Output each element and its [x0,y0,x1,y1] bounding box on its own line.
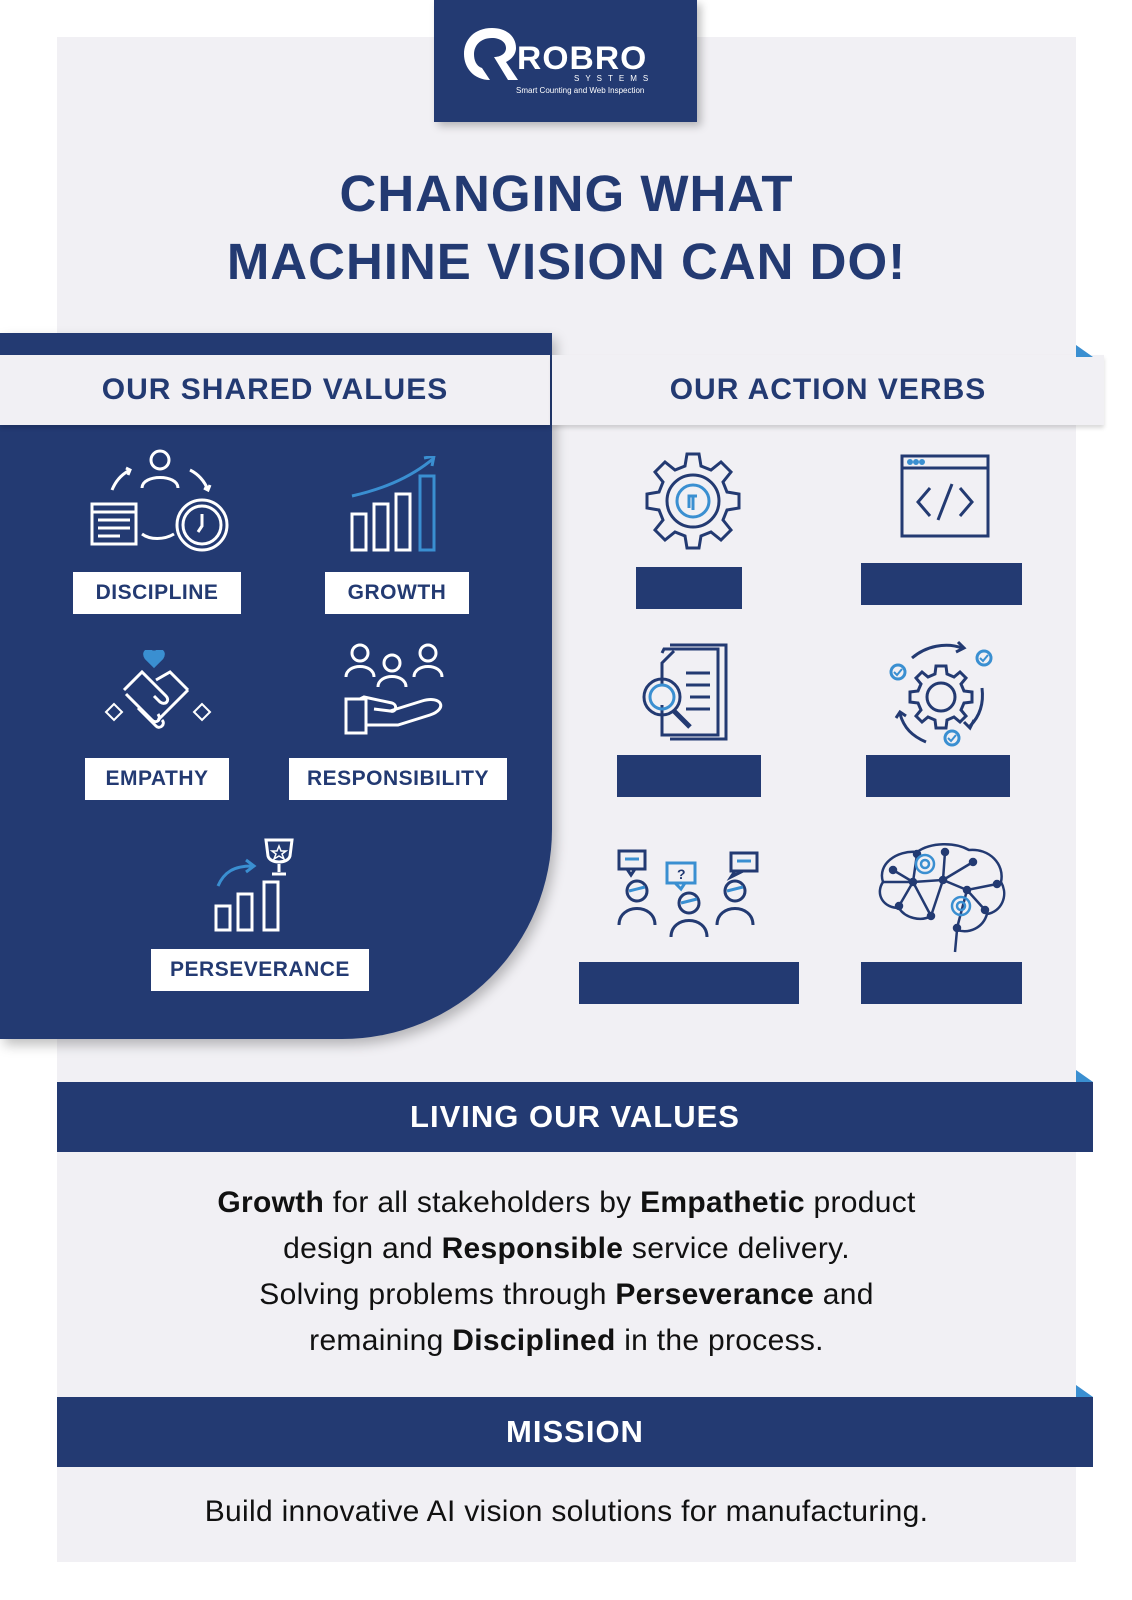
living-line-3: Solving problems through Perseverance an… [57,1272,1076,1318]
logo-tagline-top: SYSTEMS [574,74,655,83]
shared-values-header: OUR SHARED VALUES [0,355,550,425]
action-verb-bar-5 [579,962,799,1004]
page-title: CHANGING WHAT MACHINE VISION CAN DO! [57,160,1076,296]
living-line-4-text-2: in the process. [615,1324,824,1357]
living-line-1-text-1: for all stakeholders by [324,1186,641,1219]
logo-tagline-bottom: Smart Counting and Web Inspection [516,86,645,95]
gear-bulb-icon [645,452,741,550]
living-line-1-bold-1: Growth [217,1186,325,1219]
living-line-1-bold-2: Empathetic [640,1186,805,1219]
ai-brain-icon [878,843,1006,953]
value-label-perseverance: PERSEVERANCE [151,949,369,991]
logo-mark-icon [464,28,518,80]
living-line-3-text-1: Solving problems through [259,1278,616,1311]
code-window-icon [900,454,990,538]
handshake-heart-icon [104,650,212,729]
mission-text: Build innovative AI vision solutions for… [204,1495,929,1528]
value-label-discipline: DISCIPLINE [73,572,241,614]
svg-text:?: ? [677,866,686,882]
living-line-1: Growth for all stakeholders by Empatheti… [57,1180,1076,1226]
living-line-4-bold-1: Disciplined [452,1324,616,1357]
ribbon-fold-3 [1076,1385,1093,1397]
action-verb-bar-1 [636,567,742,609]
living-line-3-text-2: and [814,1278,874,1311]
discipline-icon [90,449,229,552]
ribbon-fold-2 [1076,1070,1093,1082]
gear-cycle-icon [889,640,993,747]
living-line-4: remaining Disciplined in the process. [57,1318,1076,1364]
value-label-responsibility: RESPONSIBILITY [289,758,507,800]
living-values-header: LIVING OUR VALUES [57,1082,1093,1152]
shared-values-panel [0,333,552,1039]
page-title-line-2: MACHINE VISION CAN DO! [226,233,907,290]
living-line-2: design and Responsible service delivery. [57,1226,1076,1272]
mission-header: MISSION [57,1397,1093,1467]
action-verb-bar-3 [617,755,761,797]
growth-chart-icon [350,456,436,552]
living-line-2-bold-1: Responsible [441,1232,624,1265]
people-hand-icon [344,643,444,735]
living-values-text: Growth for all stakeholders by Empatheti… [57,1180,1076,1364]
action-verb-bar-4 [866,755,1010,797]
value-label-growth: GROWTH [325,572,469,614]
logo: ROBRO SYSTEMS Smart Counting and Web Ins… [434,0,697,122]
trophy-chart-icon [214,838,294,932]
page-title-line-1: CHANGING WHAT [339,165,794,222]
action-verb-bar-6 [861,962,1022,1004]
logo-wordmark: ROBRO [517,40,648,76]
living-line-2-text-2: service delivery. [623,1232,850,1265]
living-line-1-text-2: product [804,1186,916,1219]
action-verb-bar-2 [861,563,1022,605]
value-label-empathy: EMPATHY [85,758,229,800]
action-verbs-header: OUR ACTION VERBS [552,355,1104,425]
living-line-3-bold-1: Perseverance [615,1278,815,1311]
living-line-2-text-1: design and [283,1232,442,1265]
team-discussion-icon: ? [617,849,759,938]
document-search-icon [642,643,728,741]
ribbon-fold-1 [1076,345,1093,357]
living-line-4-text-1: remaining [309,1324,453,1357]
